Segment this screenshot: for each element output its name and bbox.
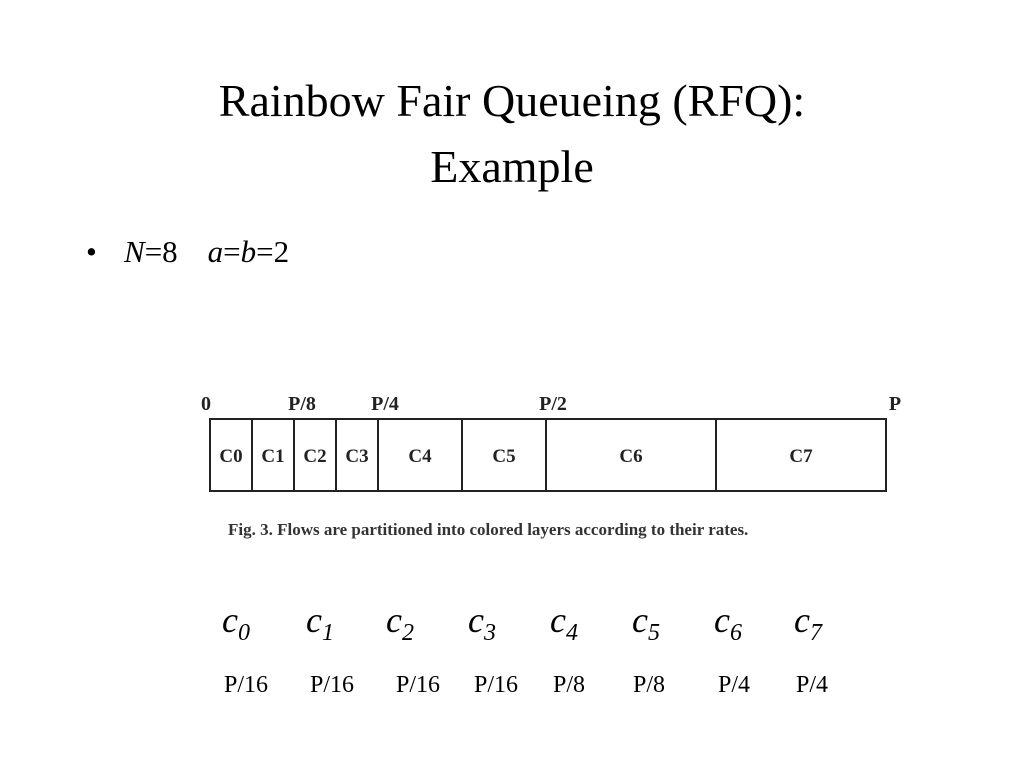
layer-c3: C3 bbox=[345, 446, 368, 467]
n-value: =8 bbox=[144, 234, 178, 269]
flow-var: c bbox=[468, 600, 484, 640]
equals-sign: = bbox=[223, 234, 241, 269]
layer-diagram: 0 P/8 P/4 P/2 P C0 C1 C2 C3 C4 C5 C6 C7 … bbox=[201, 393, 901, 539]
flow-column: c2 P/16 bbox=[386, 600, 440, 698]
title-line-2: Example bbox=[430, 141, 594, 192]
flow-label: c3 bbox=[468, 600, 496, 653]
flow-sub: 4 bbox=[565, 620, 578, 646]
flow-sub: 1 bbox=[321, 620, 334, 646]
flow-label: c7 bbox=[794, 600, 822, 653]
layer-c7: C7 bbox=[789, 446, 813, 467]
flow-column: c1 P/16 bbox=[306, 600, 354, 698]
layer-c6: C6 bbox=[619, 446, 642, 467]
flow-var: c bbox=[222, 600, 238, 640]
flow-label: c2 bbox=[386, 600, 414, 653]
flow-var: c bbox=[550, 600, 566, 640]
scale-label-0: 0 bbox=[201, 393, 211, 415]
flow-label: c6 bbox=[714, 600, 742, 653]
flow-label: c1 bbox=[306, 600, 334, 653]
flow-column: c4 P/8 bbox=[550, 600, 585, 698]
layer-c1: C1 bbox=[261, 446, 284, 467]
flow-rate: P/4 bbox=[796, 672, 829, 698]
figure-caption: Fig. 3. Flows are partitioned into color… bbox=[228, 520, 748, 539]
a-variable: a bbox=[207, 234, 224, 269]
slide-title: Rainbow Fair Queueing (RFQ): Example bbox=[0, 68, 1024, 200]
flow-column: c5 P/8 bbox=[632, 600, 665, 698]
flow-rate: P/16 bbox=[474, 672, 519, 698]
flow-var: c bbox=[794, 600, 810, 640]
flow-var: c bbox=[714, 600, 730, 640]
scale-label-p8: P/8 bbox=[288, 393, 316, 415]
flow-column: c3 P/16 bbox=[468, 600, 518, 698]
flow-rate-table: c0 P/16 c1 P/16 c2 P/16 c3 P/16 c4 P/8 c… bbox=[222, 600, 862, 710]
flow-sub: 0 bbox=[237, 620, 250, 646]
scale-label-p2: P/2 bbox=[539, 393, 567, 415]
flow-column: c0 P/16 bbox=[222, 600, 268, 698]
flow-sub: 3 bbox=[483, 620, 496, 646]
title-line-1: Rainbow Fair Queueing (RFQ): bbox=[218, 75, 806, 126]
flow-label: c5 bbox=[632, 600, 660, 653]
flow-rate: P/16 bbox=[310, 672, 355, 698]
flow-var: c bbox=[306, 600, 322, 640]
flow-var: c bbox=[632, 600, 648, 640]
layer-c2: C2 bbox=[303, 446, 326, 467]
layer-figure: 0 P/8 P/4 P/2 P C0 C1 C2 C3 C4 C5 C6 C7 … bbox=[196, 386, 918, 551]
layer-c4: C4 bbox=[408, 446, 432, 467]
layer-bar-outline bbox=[209, 418, 887, 492]
flow-var: c bbox=[386, 600, 402, 640]
flow-label: c4 bbox=[550, 600, 578, 653]
flow-rate: P/16 bbox=[396, 672, 441, 698]
flow-sub: 7 bbox=[809, 620, 822, 646]
flow-rate: P/8 bbox=[633, 672, 666, 698]
layer-c5: C5 bbox=[492, 446, 515, 467]
flow-rate: P/16 bbox=[224, 672, 269, 698]
flow-sub: 6 bbox=[729, 620, 742, 646]
scale-label-p: P bbox=[889, 393, 901, 415]
bullet-item: • N=8 a=b=2 bbox=[86, 232, 289, 272]
ab-value: =2 bbox=[256, 234, 290, 269]
flow-rate: P/4 bbox=[718, 672, 751, 698]
flow-rate: P/8 bbox=[553, 672, 586, 698]
layer-c0: C0 bbox=[219, 446, 242, 467]
scale-label-p4: P/4 bbox=[371, 393, 399, 415]
flow-sub: 5 bbox=[647, 620, 660, 646]
flow-column: c7 P/4 bbox=[794, 600, 828, 698]
flow-sub: 2 bbox=[401, 620, 414, 646]
n-variable: N bbox=[124, 234, 145, 269]
flow-label: c0 bbox=[222, 600, 250, 653]
flow-column: c6 P/4 bbox=[714, 600, 750, 698]
bullet-dot: • bbox=[86, 234, 97, 269]
b-variable: b bbox=[240, 234, 257, 269]
